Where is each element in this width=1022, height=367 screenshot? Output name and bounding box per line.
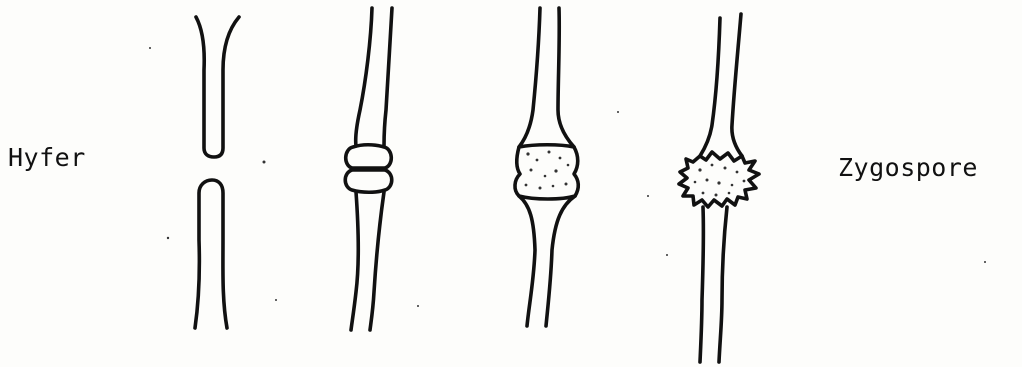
stage-4-upper-hypha-right: [732, 14, 742, 156]
stage-1-lower-hypha: [195, 180, 227, 328]
stage-4-mature-zygospore: [679, 14, 759, 362]
stage-4-spore-texture: [694, 164, 746, 197]
stage-4-upper-hypha-left: [700, 18, 720, 156]
stage-2-lower-hypha-left: [351, 192, 358, 330]
stage-3-upper-hypha-left: [519, 8, 540, 147]
stage-4-lower-hypha-left: [700, 207, 703, 362]
stage-3-upper-hypha-right: [558, 8, 574, 147]
stage-2-lower-hypha-right: [370, 192, 384, 330]
stage-3-fusing-gametangia: [515, 8, 578, 326]
stage-3-lower-hypha-left: [519, 196, 535, 326]
stage-2-upper-gametangium: [346, 145, 392, 168]
stage-3-granular-texture: [525, 151, 570, 190]
stage-3-fused-body: [515, 145, 578, 199]
hyphae-label: Hyfer: [8, 143, 86, 172]
stage-4-zygospore-wall: [679, 152, 759, 207]
stage-2-upper-hypha-left: [356, 8, 372, 146]
stage-1-upper-hypha: [196, 17, 239, 157]
stage-2-upper-hypha-right: [384, 8, 392, 146]
stage-2-lower-gametangium: [345, 170, 392, 192]
stage-2-gametangia-contact: [345, 8, 392, 330]
stage-1-approaching-hyphae: [195, 17, 239, 328]
zygospore-label: Zygospore: [838, 153, 978, 182]
stage-3-lower-hypha-right: [546, 196, 575, 326]
stage-4-lower-hypha-right: [719, 207, 727, 362]
